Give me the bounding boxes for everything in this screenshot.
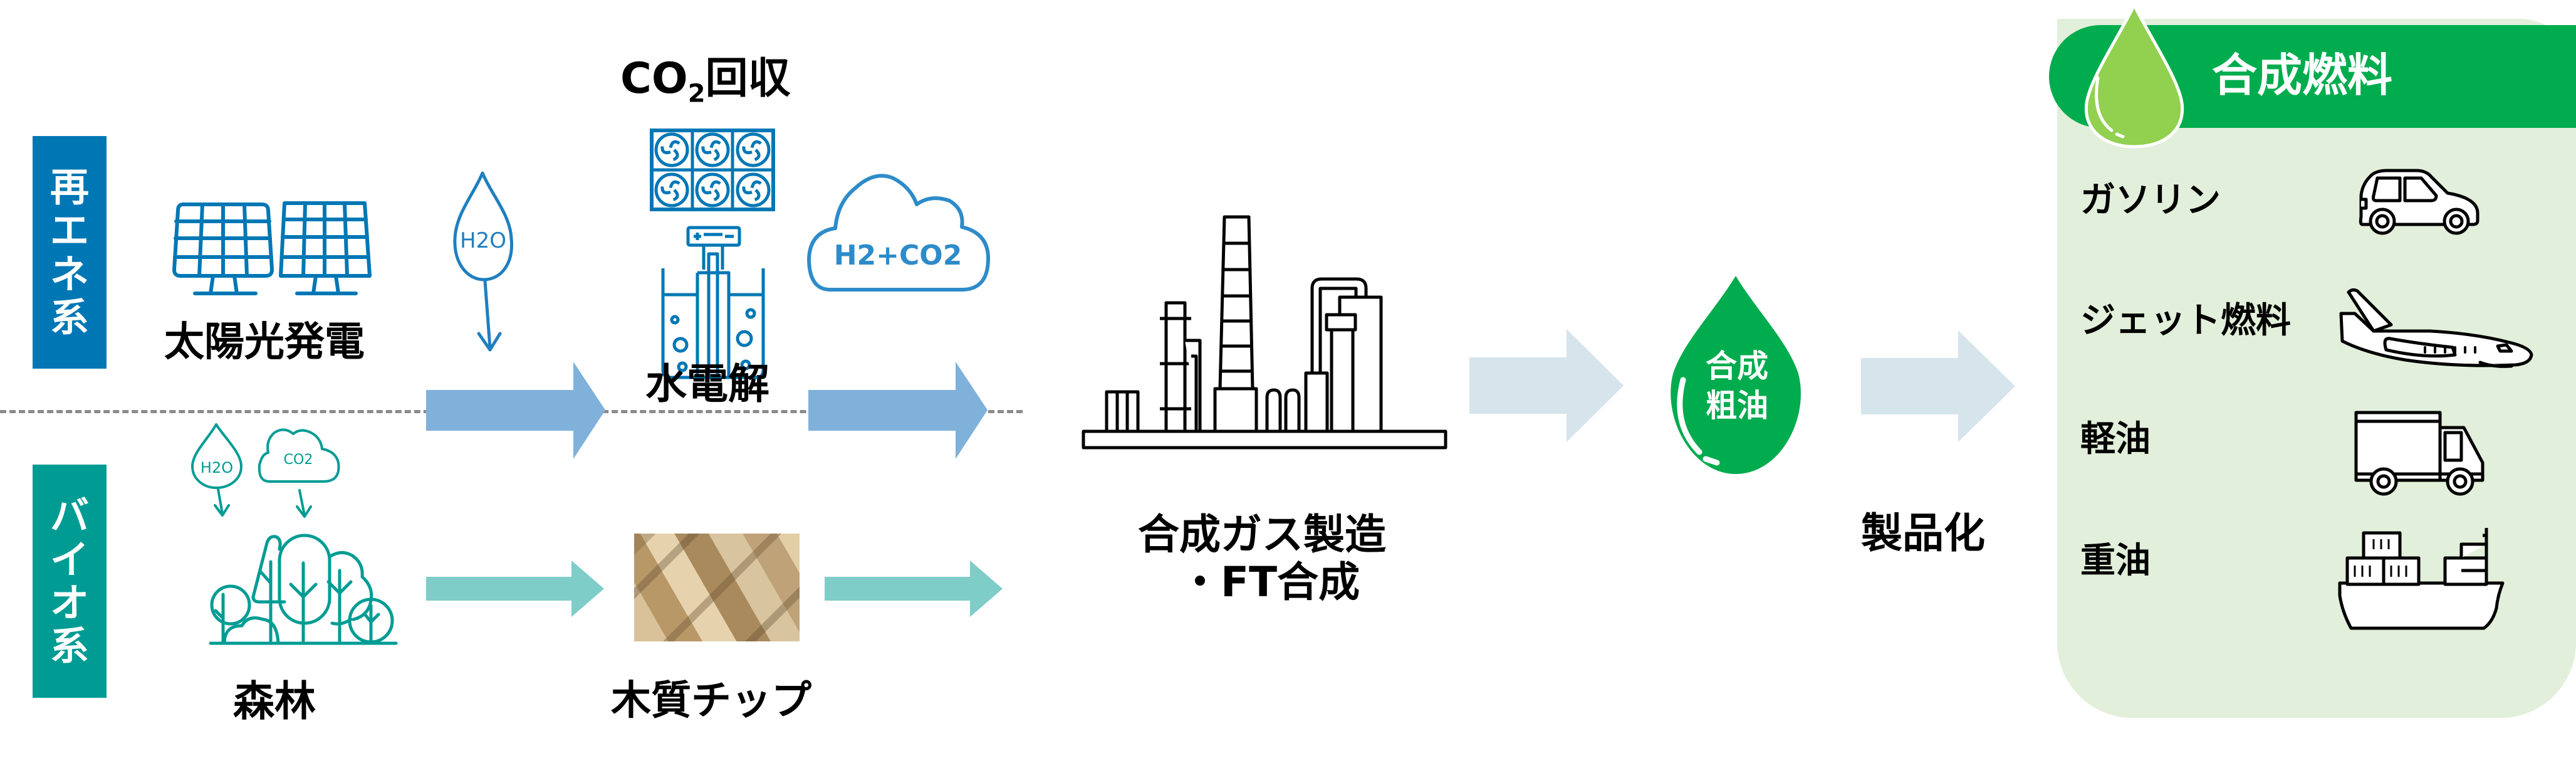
fan-icon (695, 172, 730, 208)
flow-arrow (1861, 330, 2015, 442)
fan-blade (660, 186, 671, 195)
water-drop-icon: H2O (453, 171, 514, 352)
flow-arrow (825, 561, 1003, 617)
cloud-icon: H2+CO2 (807, 174, 990, 292)
wood-chip-label: 木質チップ (611, 678, 811, 724)
fan-blade (660, 146, 671, 155)
flow-arrow (426, 561, 604, 617)
svg-text:CO2: CO2 (284, 452, 313, 468)
fan-icon (695, 132, 730, 167)
forest-label: 森林 (233, 677, 316, 725)
synthetic-fuel-title: 合成燃料 (2212, 49, 2393, 102)
fan-icon (736, 172, 771, 208)
fan-blade (709, 140, 721, 149)
oil-drop-icon: 合成 粗油 (1671, 276, 1801, 474)
fuel-item-heavy-oil: 重油 (2080, 540, 2151, 581)
fan-blade (754, 149, 761, 162)
solar-panel-icon (172, 201, 372, 295)
h2o-text: H2O (460, 228, 506, 253)
fan-blade (669, 180, 681, 189)
co2-capture-label: CO2回収 (620, 54, 791, 108)
wood-chip-photo (634, 534, 800, 641)
cloud-icon: CO2 (258, 428, 340, 518)
crude-oil-text-line2: 粗油 (1706, 387, 1768, 424)
fan-blade (669, 140, 681, 149)
flow-arrow (426, 362, 605, 459)
truck-icon (2354, 411, 2485, 496)
fuel-item-gasoline: ガソリン (2080, 180, 2221, 221)
electrolyzer-icon (661, 226, 765, 379)
category-label-bio: バ イ オ 系 (33, 465, 107, 698)
fan-blade (701, 146, 712, 155)
fan-blade (709, 180, 721, 189)
fan-icon (654, 132, 689, 167)
fan-blade (713, 149, 720, 162)
car-icon (2359, 169, 2480, 235)
fan-blade (750, 180, 762, 189)
crude-oil-text-line1: 合成 (1706, 348, 1768, 384)
category-label-renewable: 再 エ ネ 系 (33, 136, 107, 369)
fan-array-icon (650, 129, 775, 211)
fan-blade (672, 189, 679, 202)
forest-icon (209, 534, 398, 645)
svg-text:H2O: H2O (201, 459, 233, 476)
electrolysis-label: 水電解 (645, 360, 769, 408)
fuel-item-diesel: 軽油 (2080, 419, 2151, 460)
fuel-item-jet-fuel: ジェット燃料 (2080, 300, 2291, 341)
ship-icon (2338, 528, 2505, 630)
fan-blade (713, 189, 720, 202)
fan-blade (701, 186, 712, 195)
flow-arrow (808, 362, 988, 459)
fuel-drop-icon (2084, 1, 2184, 149)
flow-arrow (1469, 329, 1624, 442)
fan-blade (754, 189, 761, 202)
h2-co2-text: H2+CO2 (834, 240, 962, 271)
fan-icon (736, 132, 771, 167)
fan-blade (742, 146, 753, 155)
fan-blade (742, 186, 753, 195)
fan-blade (672, 149, 679, 162)
airplane-icon (2339, 288, 2533, 368)
water-drop-icon: H2O (191, 423, 242, 517)
solar-power-label: 太陽光発電 (164, 319, 365, 366)
factory-icon (1082, 215, 1447, 450)
fan-icon (654, 172, 689, 208)
fan-blade (750, 140, 762, 149)
synthesis-label-line2: ・FT合成 (1179, 558, 1360, 606)
productization-label: 製品化 (1861, 509, 1985, 557)
synthesis-label-line1: 合成ガス製造 (1138, 510, 1386, 559)
